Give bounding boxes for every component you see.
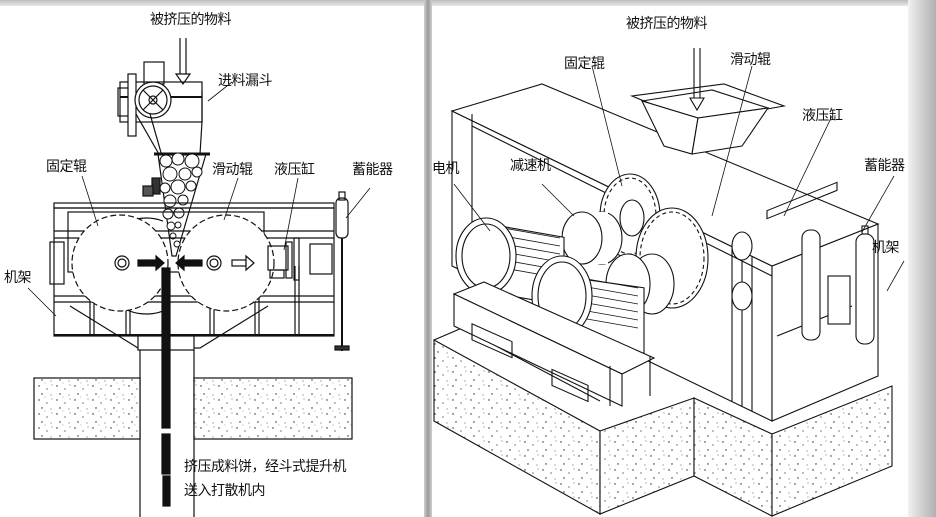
- press-arrows-icon: [137, 254, 203, 272]
- label-input-material: 被挤压的物料: [150, 12, 232, 28]
- cross-section-drawing: [27, 38, 371, 517]
- input-arrow-icon: [174, 38, 192, 86]
- label-accumulator: 蓄能器: [352, 162, 393, 178]
- label-frame: 机架: [4, 270, 32, 286]
- label-fixed-roller: 固定辊: [46, 159, 87, 175]
- label-output-line1: 挤压成料饼，经斗式提升机: [184, 459, 347, 475]
- label-motor: 电机: [432, 161, 460, 177]
- foundation-right: [193, 377, 353, 440]
- feed-hopper: [117, 61, 203, 157]
- sliding-direction-arrow-icon: [231, 254, 255, 272]
- label-hydraulic-cylinder: 液压缸: [802, 108, 843, 124]
- label-input-material: 被挤压的物料: [626, 16, 708, 32]
- accumulator: [334, 191, 350, 351]
- hydraulic-cylinder: [267, 237, 333, 281]
- cross-section-panel: 被挤压的物料 进料漏斗 固定辊 滑动辊 液压缸 蓄能器 机架 挤压成料饼，经斗式…: [0, 6, 424, 517]
- hydraulic-cylinder: [731, 231, 753, 311]
- accumulator: [801, 225, 875, 345]
- label-hydraulic-cylinder: 液压缸: [274, 162, 315, 178]
- isometric-panel: 被挤压的物料 固定辊 滑动辊 液压缸 电机 减速机 蓄能器 机架: [432, 6, 908, 517]
- label-fixed-roller: 固定辊: [564, 56, 605, 72]
- input-arrow-icon: [689, 48, 705, 112]
- isometric-drawing: [433, 48, 905, 517]
- label-reducer: 减速机: [510, 158, 551, 174]
- right-edge-shadow: [908, 0, 936, 517]
- label-sliding-roller: 滑动辊: [212, 162, 253, 178]
- foundation: [433, 327, 893, 517]
- label-sliding-roller: 滑动辊: [730, 52, 771, 68]
- label-frame: 机架: [872, 240, 900, 256]
- motor-base: [452, 281, 656, 407]
- label-feed-hopper: 进料漏斗: [218, 73, 273, 89]
- sliding-roller: [177, 214, 275, 312]
- panel-divider: [424, 0, 432, 517]
- fixed-roller: [71, 214, 169, 315]
- label-output-line2: 送入打散机内: [184, 483, 266, 499]
- material-cake: [161, 267, 171, 507]
- foundation-left: [33, 377, 141, 440]
- label-accumulator: 蓄能器: [864, 158, 905, 174]
- feed-hopper: [629, 83, 787, 155]
